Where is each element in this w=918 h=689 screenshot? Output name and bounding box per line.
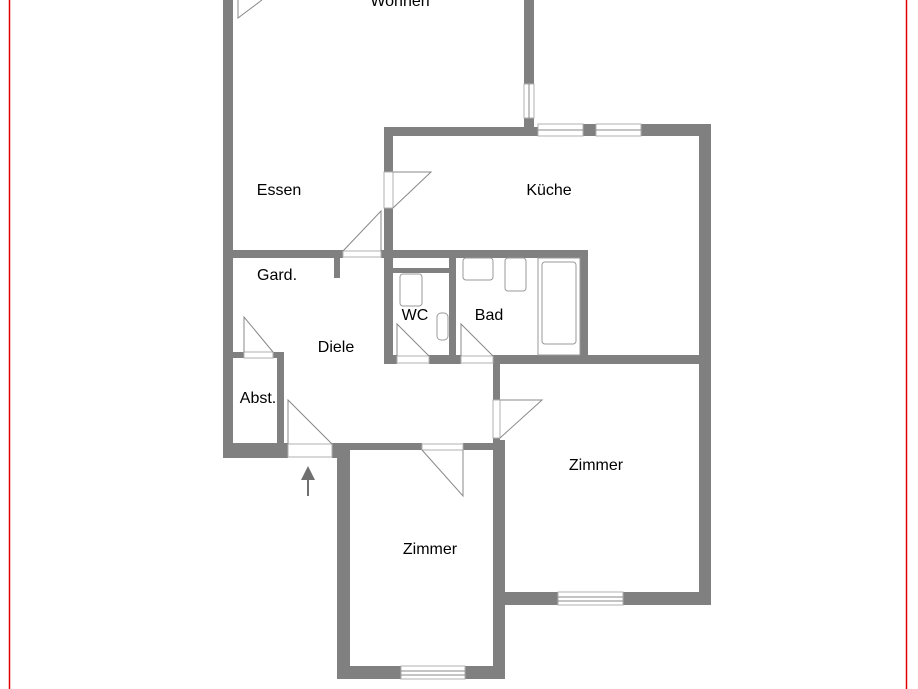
room-label-zimmer-right: Zimmer <box>568 457 624 474</box>
wc-toilet-icon <box>399 273 423 307</box>
arrow-up-icon <box>301 466 315 496</box>
room-label-kueche: Küche <box>526 182 572 199</box>
room-label-diele: Diele <box>317 339 355 356</box>
room-label-essen: Essen <box>256 182 302 199</box>
windows <box>400 83 642 680</box>
doors <box>237 0 544 498</box>
bad-sink-icon <box>462 257 494 281</box>
room-label-gard: Gard. <box>256 267 298 284</box>
sanitary-fixtures <box>399 257 581 356</box>
wc-sink-icon <box>436 312 449 341</box>
room-label-bad: Bad <box>474 307 504 324</box>
walls <box>223 0 711 679</box>
room-label-wohnen: Wohnen <box>370 0 430 10</box>
room-label-zimmer-lower: Zimmer <box>402 541 458 558</box>
room-label-wc: WC <box>401 307 429 324</box>
room-label-abst: Abst. <box>239 390 277 407</box>
bad-toilet-icon <box>504 257 527 292</box>
